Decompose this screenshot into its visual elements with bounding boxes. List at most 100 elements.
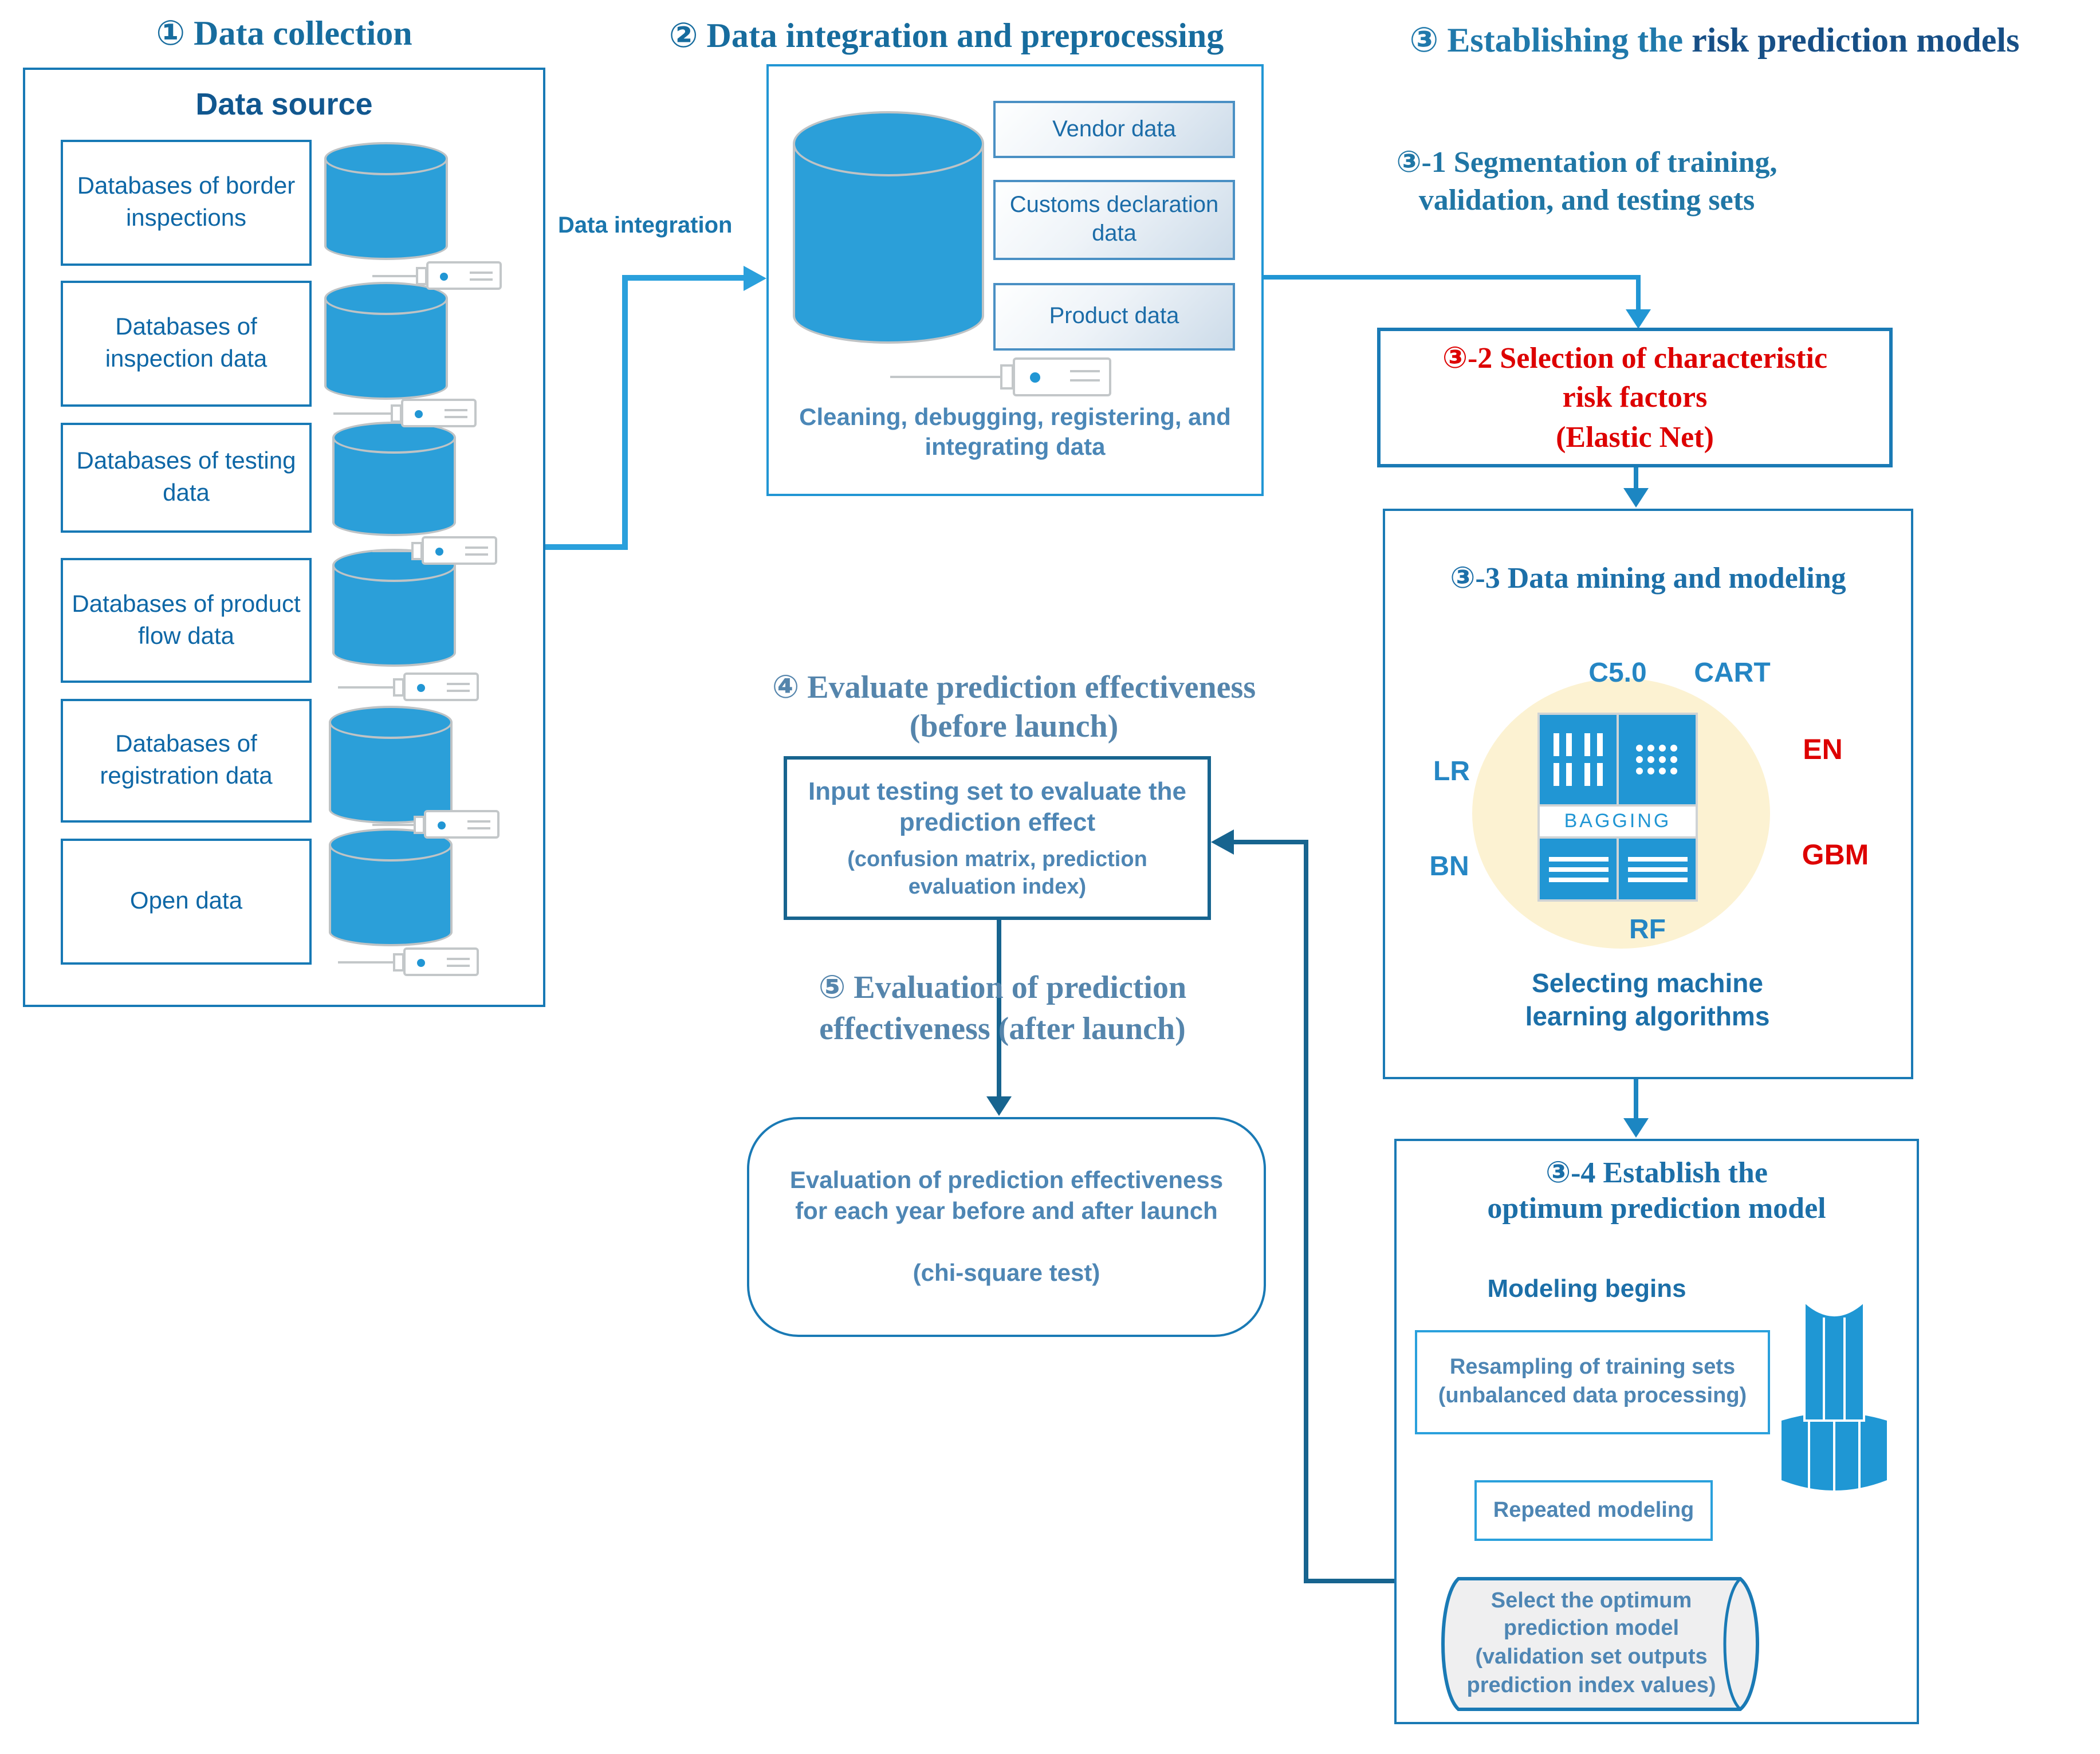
step3-1-line1: ③-1 Segmentation of training,	[1396, 145, 1777, 179]
usb-body	[401, 399, 477, 427]
flow-line	[545, 544, 628, 550]
usb-line	[467, 827, 491, 829]
data-source-heading: Data source	[195, 87, 373, 121]
usb-cable	[372, 549, 423, 552]
usb-body	[1013, 357, 1111, 396]
integrated-database-cylinder-icon	[793, 111, 984, 344]
product-data-box: Product data	[993, 283, 1235, 351]
algorithm-label-gbm: GBM	[1802, 839, 1869, 871]
step3-2-line1: ③-2 Selection of characteristic	[1442, 341, 1828, 374]
flow-arrowhead	[744, 265, 766, 290]
product-data-label: Product data	[1049, 304, 1179, 329]
source-label: Databases of product flow data	[72, 591, 301, 649]
data-integration-label: Data integration	[558, 213, 733, 238]
modeling-begins-label: Modeling begins	[1487, 1274, 1686, 1303]
step3-4-heading: ③-4 Establish the optimum prediction mod…	[1394, 1155, 1919, 1226]
database-cylinder-icon	[332, 549, 456, 667]
integration-caption: Cleaning, debugging, registering, and in…	[799, 404, 1231, 461]
usb-drive-icon	[337, 947, 479, 976]
section4-heading-line2: (before launch)	[909, 709, 1119, 745]
select-model-cylinder: Select the optimum prediction model (val…	[1429, 1575, 1784, 1713]
usb-plug	[411, 541, 423, 560]
cylinder-body	[332, 438, 456, 536]
usb-body	[403, 673, 479, 701]
section4-heading-line1: ④ Evaluate prediction effectiveness	[772, 670, 1256, 706]
usb-drive-icon	[890, 357, 1111, 396]
usb-line	[445, 415, 468, 418]
usb-cable	[890, 375, 1014, 378]
usb-cable	[333, 412, 402, 414]
section3-title-part2: risk prediction models	[1692, 22, 2020, 60]
algorithm-label-lr: LR	[1433, 756, 1470, 787]
source-label: Databases of testing data	[76, 448, 296, 506]
flow-arrowhead	[1626, 309, 1651, 329]
source-box-product-flow-data: Databases of product flow data	[61, 558, 312, 683]
usb-line	[467, 820, 491, 822]
usb-line	[445, 408, 468, 411]
usb-cable	[337, 686, 404, 688]
algorithm-label-c50: C5.0	[1588, 658, 1647, 689]
database-cylinder-icon	[329, 828, 453, 946]
flow-arrowhead	[1623, 488, 1649, 508]
cylinder-top	[329, 706, 453, 739]
customs-declaration-label: Customs declaration data	[1009, 192, 1219, 246]
usb-line	[1069, 369, 1100, 372]
source-box-testing-data: Databases of testing data	[61, 423, 312, 533]
source-box-open-data: Open data	[61, 839, 312, 965]
usb-dot	[435, 547, 443, 555]
algorithm-label-cart: CART	[1694, 658, 1771, 689]
step3-2-line3: (Elastic Net)	[1556, 420, 1714, 453]
section5-heading: ⑤ Evaluation of prediction effectiveness…	[676, 968, 1329, 1050]
input-testing-set-box: Input testing set to evaluate the predic…	[784, 756, 1211, 920]
section5-heading-line2: effectiveness (after launch)	[819, 1011, 1186, 1047]
cylinder-body	[329, 844, 453, 946]
step3-1-heading: ③-1 Segmentation of training, validation…	[1358, 144, 1816, 219]
section1-title: ① Data collection	[156, 15, 412, 53]
source-label: Databases of inspection data	[105, 314, 268, 372]
flow-line	[1264, 275, 1641, 280]
horizontal-lines-icon	[1548, 856, 1608, 882]
flow-line	[622, 275, 744, 281]
step3-4-heading-line2: optimum prediction model	[1487, 1191, 1826, 1225]
customs-declaration-data-box: Customs declaration data	[993, 180, 1235, 260]
usb-drive-icon	[372, 536, 497, 565]
resampling-box: Resampling of training sets (unbalanced …	[1415, 1330, 1770, 1434]
usb-line	[465, 546, 489, 548]
database-cylinder-icon	[324, 142, 448, 260]
usb-plug	[393, 953, 404, 971]
chi-square-sub: (chi-square test)	[913, 1260, 1100, 1287]
section3-title-part1: ③ Establishing the	[1409, 22, 1692, 60]
chi-square-evaluation-box: Evaluation of prediction effectiveness f…	[747, 1117, 1266, 1337]
section5-heading-line1: ⑤ Evaluation of prediction	[818, 970, 1187, 1006]
bagging-quadrant-bars	[1540, 715, 1617, 804]
bagging-label: BAGGING	[1564, 810, 1672, 832]
section2-title: ② Data integration and preprocessing	[668, 17, 1224, 55]
source-label: Databases of border inspections	[77, 173, 296, 231]
usb-line	[447, 957, 470, 959]
cylinder-top	[324, 142, 448, 175]
database-cylinder-icon	[332, 422, 456, 536]
source-label: Databases of registration data	[100, 731, 273, 789]
feedback-arrowhead	[1211, 829, 1234, 855]
usb-line	[470, 278, 493, 280]
feedback-line	[1230, 840, 1308, 844]
bagging-grid-icon: BAGGING	[1537, 713, 1698, 902]
flow-line	[1634, 467, 1638, 490]
section4-heading: ④ Evaluate prediction effectiveness (bef…	[687, 669, 1340, 748]
usb-plug	[416, 266, 427, 285]
usb-line	[447, 689, 470, 691]
usb-plug	[393, 678, 404, 696]
feedback-line	[1304, 1579, 1434, 1583]
flow-line	[1634, 1079, 1638, 1118]
vendor-data-box: Vendor data	[993, 101, 1235, 158]
usb-body	[424, 810, 500, 839]
usb-body	[403, 947, 479, 976]
step3-2-line2: risk factors	[1562, 380, 1708, 414]
database-cylinder-icon	[324, 282, 448, 400]
usb-body	[426, 261, 502, 290]
source-box-inspection-data: Databases of inspection data	[61, 281, 312, 407]
usb-drive-icon	[372, 810, 500, 839]
database-cylinder-icon	[329, 706, 453, 824]
